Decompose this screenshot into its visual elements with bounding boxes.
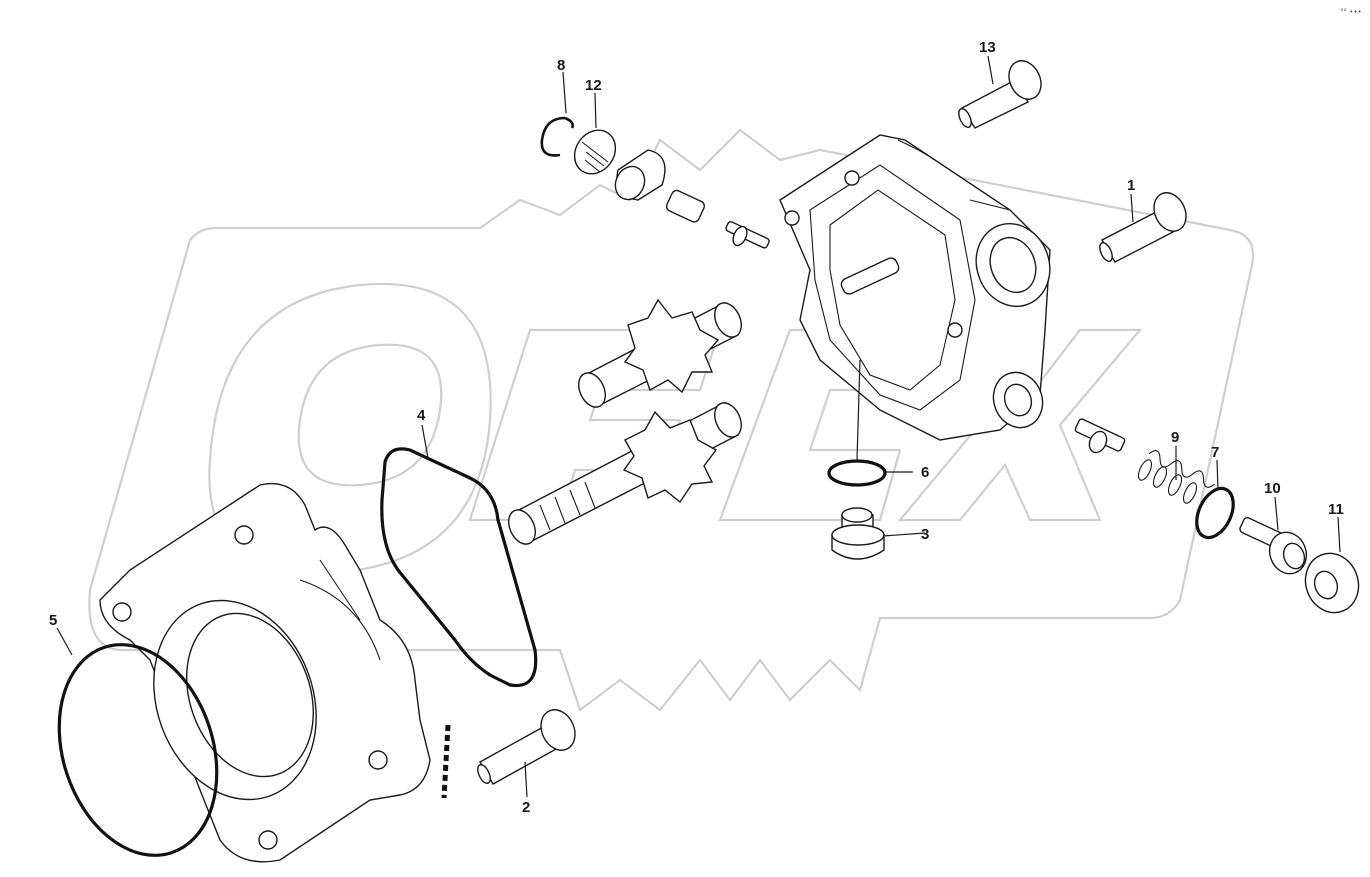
part-8-circlip [540, 116, 574, 157]
relief-valve-piston [1074, 418, 1126, 454]
part-12-bush [573, 129, 666, 201]
upper-gear [578, 298, 742, 408]
callout-10: 10 [1264, 480, 1281, 497]
part-13-bolt [958, 60, 1042, 129]
part-10-plug [1239, 517, 1308, 575]
callout-2: 2 [522, 799, 530, 816]
callout-5: 5 [49, 612, 57, 629]
part-3-plug [831, 507, 885, 560]
pump-cover-housing [779, 134, 1051, 441]
assembly-dash-indicator [441, 724, 451, 799]
callout-labels: 1 2 3 4 5 6 7 8 9 10 11 12 13 [49, 39, 1344, 816]
part-4-gasket [380, 447, 538, 688]
upper-valve-parts [665, 189, 770, 249]
part-7-o-ring [1195, 486, 1235, 540]
part-11-washer [1304, 552, 1360, 614]
leader-lines [56, 55, 1341, 798]
part-1-bolt [1099, 192, 1187, 263]
callout-3: 3 [921, 526, 929, 543]
callout-6: 6 [921, 464, 929, 481]
part-2-bolt [477, 709, 576, 785]
part-9-spring [1137, 449, 1215, 504]
callout-4: 4 [417, 407, 426, 424]
part-5-o-ring [57, 643, 219, 857]
lower-gear-shaft [508, 402, 742, 545]
callout-13: 13 [979, 39, 996, 56]
callout-8: 8 [557, 57, 565, 74]
callout-12: 12 [585, 77, 602, 94]
callout-9: 9 [1171, 429, 1179, 446]
callout-11: 11 [1328, 501, 1344, 518]
part-6-o-ring [827, 459, 887, 487]
callout-7: 7 [1211, 444, 1219, 461]
pump-body-flange [99, 482, 431, 863]
corner-mark: °° ••• [1340, 8, 1362, 16]
callout-1: 1 [1127, 177, 1135, 194]
